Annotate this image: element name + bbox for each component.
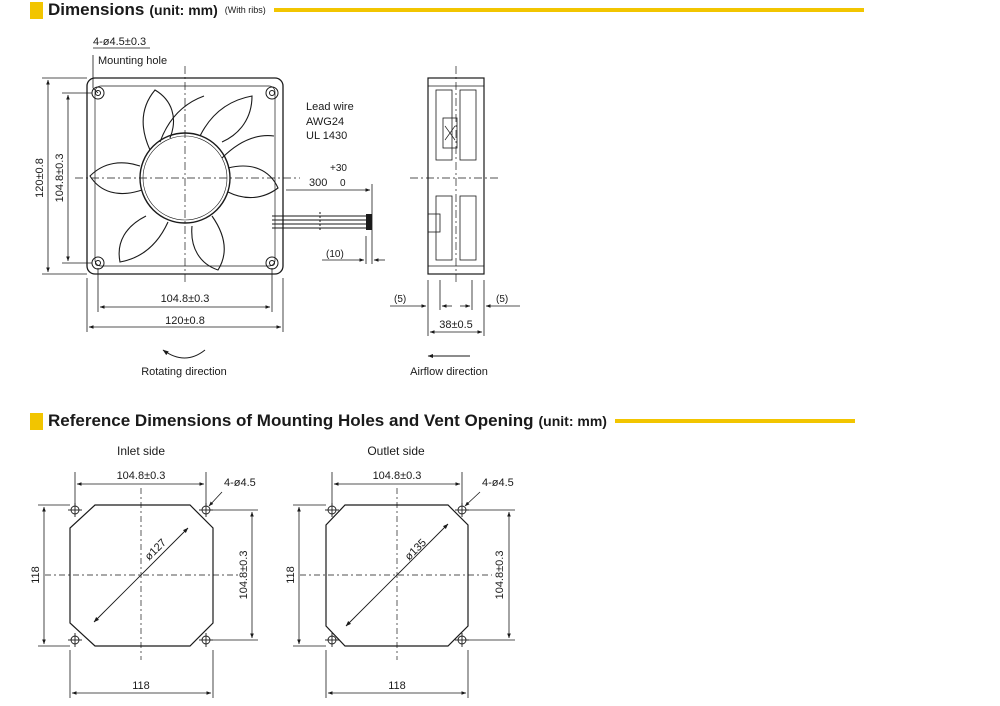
inlet-pitch-top: 104.8±0.3 bbox=[117, 470, 166, 482]
horizontal-dimensions bbox=[86, 268, 284, 332]
hole-leader bbox=[92, 47, 150, 94]
rib-right-label: (5) bbox=[496, 294, 508, 305]
outlet-side-title: Outlet side bbox=[367, 444, 425, 458]
inlet-height: 118 bbox=[30, 566, 42, 584]
fan-blades bbox=[89, 89, 279, 271]
header-rule bbox=[273, 8, 864, 12]
lead-length: 300 bbox=[309, 177, 327, 189]
height-inner-label: 104.8±0.3 bbox=[54, 154, 66, 203]
depth-label: 38±0.5 bbox=[439, 319, 473, 331]
outlet-height: 118 bbox=[285, 566, 297, 584]
outlet-template bbox=[300, 488, 492, 660]
strip-length: (10) bbox=[326, 249, 344, 260]
width-inner-label: 104.8±0.3 bbox=[161, 293, 210, 305]
inlet-side-title: Inlet side bbox=[117, 444, 165, 458]
reference-unit: (unit: mm) bbox=[538, 413, 607, 429]
reference-header: Reference Dimensions of Mounting Holes a… bbox=[30, 411, 855, 431]
outlet-dimensions bbox=[293, 472, 515, 698]
vertical-dimensions bbox=[42, 77, 92, 275]
hole-label: Mounting hole bbox=[98, 55, 167, 67]
outlet-pitch-top: 104.8±0.3 bbox=[373, 470, 422, 482]
dimensions-unit: (unit: mm) bbox=[149, 2, 218, 18]
inlet-hole-spec: 4-ø4.5 bbox=[224, 477, 256, 489]
outlet-diameter: ø135 bbox=[403, 537, 429, 563]
lead-wire-gauge: AWG24 bbox=[306, 116, 344, 128]
inlet-dimensions bbox=[38, 472, 258, 698]
lead-tol-minus: 0 bbox=[340, 178, 346, 189]
lead-tol-plus: +30 bbox=[330, 163, 347, 174]
width-outer-label: 120±0.8 bbox=[165, 315, 205, 327]
side-dimensions bbox=[390, 280, 520, 336]
outlet-width: 118 bbox=[388, 680, 406, 692]
height-outer-label: 120±0.8 bbox=[34, 158, 46, 198]
inlet-diameter: ø127 bbox=[143, 537, 169, 563]
outlet-hole-spec: 4-ø4.5 bbox=[482, 477, 514, 489]
dimensions-note: (With ribs) bbox=[224, 5, 266, 15]
inlet-pitch-right: 104.8±0.3 bbox=[238, 551, 250, 600]
inlet-template bbox=[45, 488, 238, 660]
lead-wire bbox=[272, 212, 372, 232]
dimensions-header: Dimensions (unit: mm) (With ribs) bbox=[30, 0, 864, 20]
lead-wire-standard: UL 1430 bbox=[306, 130, 347, 142]
dimensions-title: Dimensions bbox=[48, 0, 145, 19]
header-rule bbox=[614, 419, 855, 423]
airflow-direction-label: Airflow direction bbox=[410, 366, 488, 378]
header-marker bbox=[30, 1, 43, 19]
reference-title: Reference Dimensions of Mounting Holes a… bbox=[48, 411, 534, 430]
rotating-direction-label: Rotating direction bbox=[141, 366, 227, 378]
outlet-pitch-right: 104.8±0.3 bbox=[494, 551, 506, 600]
fan-side-view bbox=[410, 66, 500, 285]
header-marker bbox=[30, 412, 43, 430]
hole-spec: 4-ø4.5±0.3 bbox=[93, 36, 146, 48]
rib-left-label: (5) bbox=[394, 294, 406, 305]
inlet-width: 118 bbox=[132, 680, 150, 692]
lead-wire-label: Lead wire bbox=[306, 101, 354, 113]
lead-dimension bbox=[286, 184, 385, 264]
fan-front-view bbox=[75, 66, 372, 285]
rotating-arrow bbox=[162, 349, 206, 359]
